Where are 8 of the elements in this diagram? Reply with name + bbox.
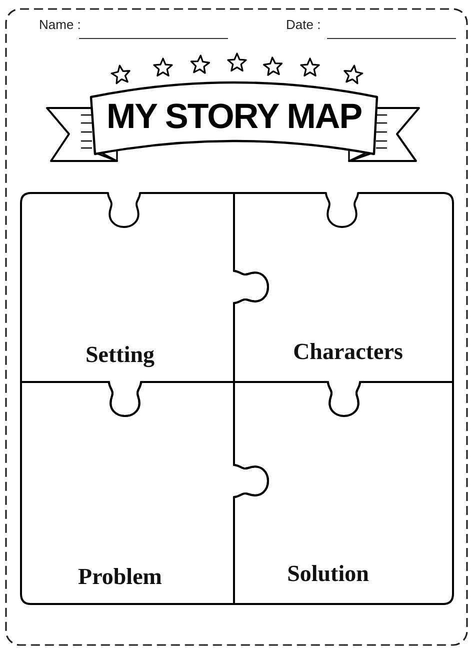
piece-label: Setting — [86, 342, 154, 368]
piece-label: Characters — [293, 339, 403, 365]
field-label: Date : — [286, 17, 321, 33]
piece-label: Solution — [287, 561, 369, 587]
field-label: Name : — [39, 17, 81, 33]
puzzle-piece — [232, 380, 455, 606]
title: MY STORY MAP — [106, 99, 362, 135]
piece-label: Problem — [78, 564, 162, 590]
